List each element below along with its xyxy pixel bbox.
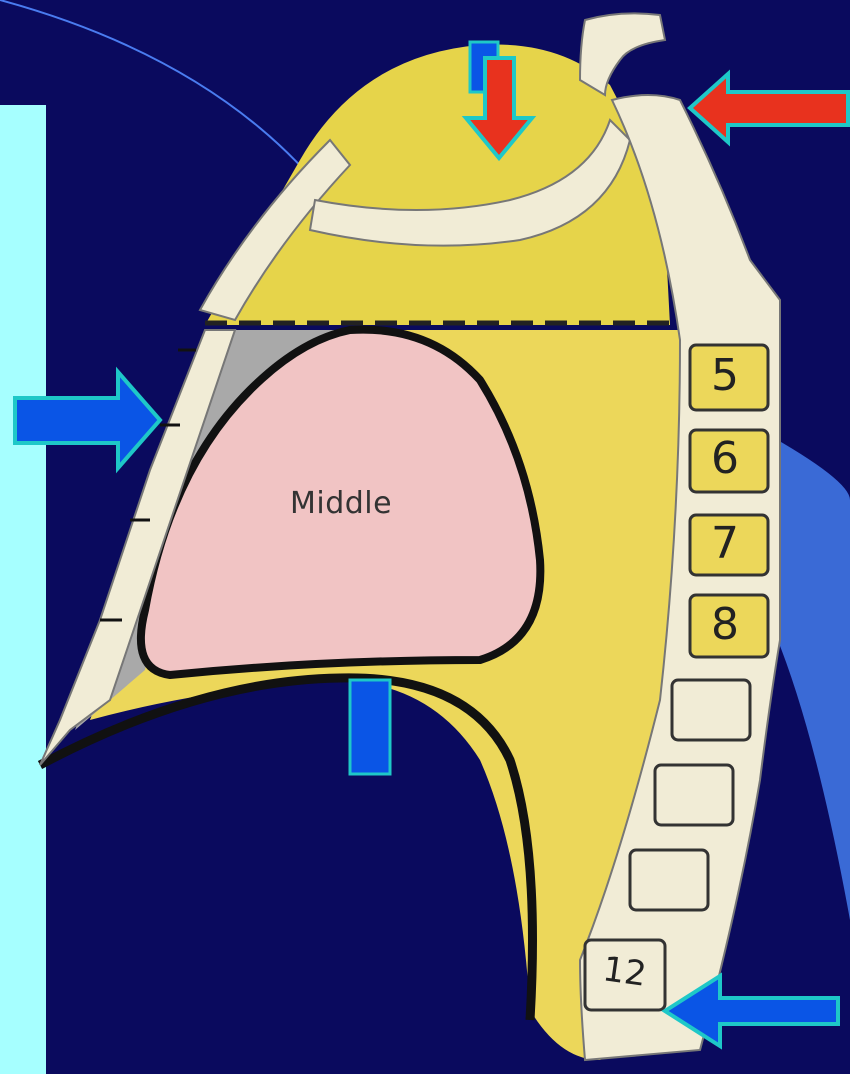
vertebra-label-6: 6	[711, 433, 739, 484]
vertebra-label-7: 7	[711, 518, 739, 569]
vertebra-11-box	[630, 850, 708, 910]
left-panel	[0, 105, 46, 1074]
middle-region-label: Middle	[290, 486, 392, 521]
vertebra-label-12: 12	[600, 949, 648, 995]
vertebra-10-box	[655, 765, 733, 825]
vertebra-label-5: 5	[711, 350, 739, 401]
center-blue-bar	[350, 680, 390, 774]
vertebra-9-box	[672, 680, 750, 740]
vertebra-label-8: 8	[711, 599, 739, 650]
